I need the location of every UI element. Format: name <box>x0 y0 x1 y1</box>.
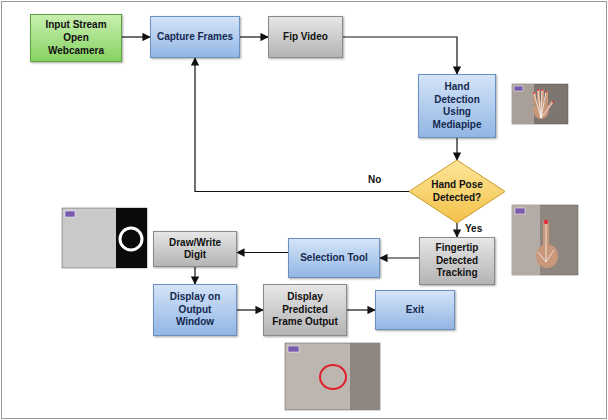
flow-arrow <box>456 223 457 237</box>
flow-arrow <box>380 257 419 258</box>
text-wrap: Hand Detection Using Mediapipe <box>419 78 495 134</box>
text-wrap: Hand Pose Detected? <box>426 179 487 204</box>
flow-arrow <box>347 309 375 310</box>
node-label: Fip Video <box>283 31 328 44</box>
process-box: Fip Video <box>268 16 343 58</box>
edge-label: No <box>366 174 383 186</box>
node-label: Input Stream <box>45 19 106 32</box>
terminal-box: Exit <box>375 290 455 330</box>
flow-arrow <box>237 252 288 253</box>
flow-arrow <box>195 58 409 192</box>
text-wrap: Capture Frames <box>151 28 239 47</box>
start-box: Input StreamOpen Webcamera <box>30 14 122 62</box>
node-label: Hand Detection Using Mediapipe <box>424 81 490 131</box>
text-wrap: Draw/Write Digit <box>154 234 236 265</box>
process-box: Fingertip Detected Tracking <box>419 237 495 285</box>
fingertip-thumbnail <box>512 205 578 275</box>
node-label: Capture Frames <box>157 31 233 44</box>
process-box: Draw/Write Digit <box>153 231 237 267</box>
process-box: Hand Detection Using Mediapipe <box>418 74 496 138</box>
flow-arrow <box>456 138 457 160</box>
node-label: Open Webcamera <box>36 32 116 57</box>
text-wrap: Fingertip Detected Tracking <box>420 239 494 283</box>
text-wrap: Exit <box>376 301 454 320</box>
text-wrap: Fip Video <box>269 28 342 47</box>
node-label: Exit <box>406 304 424 317</box>
node-label: Display on Output Window <box>159 291 231 329</box>
node-label: Draw/Write Digit <box>159 237 231 262</box>
node-label: Hand Pose Detected? <box>426 179 487 204</box>
text-wrap: Selection Tool <box>289 249 379 268</box>
hand-detection-thumbnail <box>512 84 568 124</box>
flow-arrow <box>122 36 150 37</box>
process-box: Display Predicted Frame Output <box>263 284 347 336</box>
flow-arrow <box>194 267 195 284</box>
node-label: Fingertip Detected Tracking <box>425 242 489 280</box>
node-label: Display Predicted Frame Output <box>269 291 341 329</box>
text-wrap: Input StreamOpen Webcamera <box>31 15 121 61</box>
flow-arrow <box>343 37 457 74</box>
node-label: Selection Tool <box>300 252 368 265</box>
text-wrap: Display Predicted Frame Output <box>264 288 346 332</box>
flow-arrow <box>240 36 268 37</box>
decision-diamond: Hand Pose Detected? <box>409 160 505 223</box>
process-box: Capture Frames <box>150 16 240 58</box>
edge-label: Yes <box>463 223 484 235</box>
process-box: Selection Tool <box>288 238 380 278</box>
draw-digit-thumbnail <box>62 208 147 268</box>
text-wrap: Display on Output Window <box>154 288 236 332</box>
flow-arrow <box>237 309 263 310</box>
prediction-thumbnail <box>285 343 380 410</box>
process-box: Display on Output Window <box>153 284 237 336</box>
